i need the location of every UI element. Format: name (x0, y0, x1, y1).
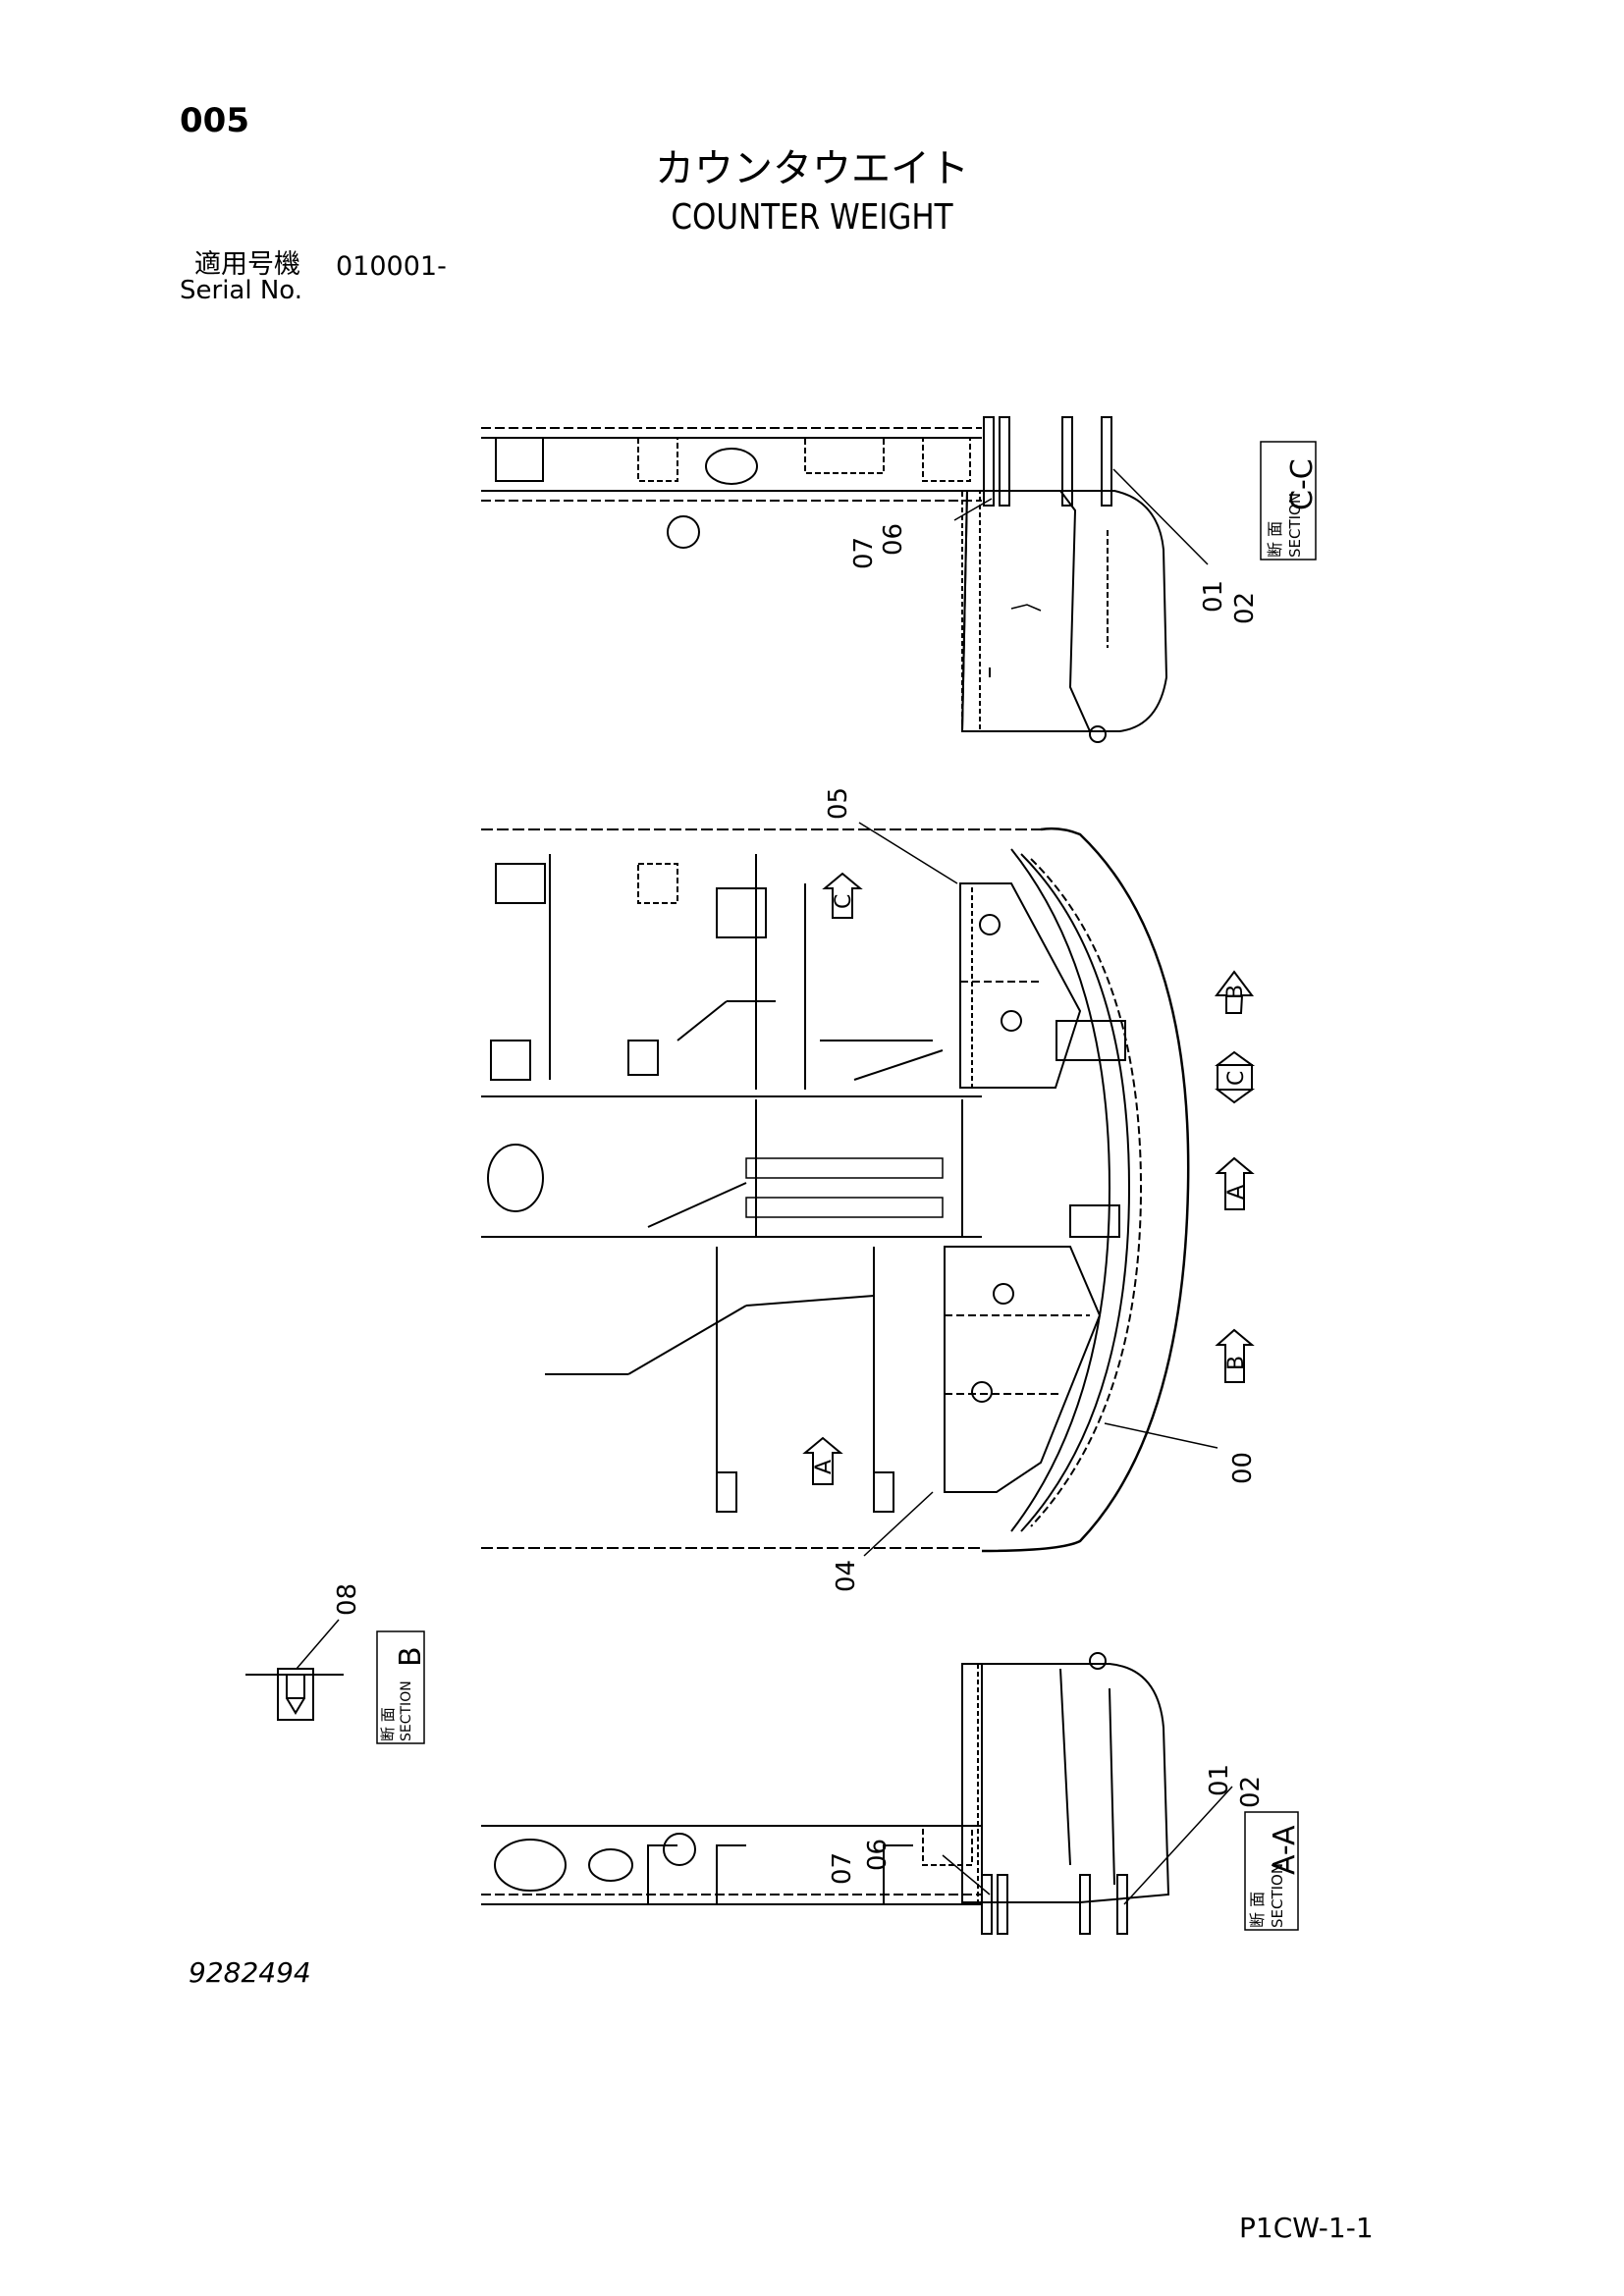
view-marker-a-inner: A (802, 1436, 843, 1485)
view-marker-b-top-label: B (1223, 985, 1248, 999)
view-marker-c-right-label: C (1224, 1071, 1249, 1086)
section-aa-jp: 断 面 (1248, 1892, 1267, 1928)
section-aa-label: 断 面 SECTION A-A (1244, 1811, 1302, 1931)
section-b-en: SECTION (399, 1681, 414, 1741)
serial-value: 010001- (336, 251, 447, 282)
callout-01: 01 (1199, 580, 1228, 613)
view-marker-a-inner-label: A (812, 1460, 837, 1474)
view-marker-b-low-label: B (1224, 1356, 1249, 1370)
plan-view (481, 822, 1218, 1557)
section-b-label: 断 面 SECTION B (376, 1630, 428, 1744)
callout-02: 02 (1230, 592, 1260, 624)
section-cc-label: 断 面 SECTION C-C (1260, 441, 1320, 561)
view-marker-a-mid-label: A (1224, 1185, 1249, 1200)
callout-07: 07 (849, 537, 879, 569)
document-number: 9282494 (189, 1956, 311, 1989)
callout-07-lower: 07 (828, 1852, 857, 1885)
view-marker-b-low: B (1215, 1328, 1255, 1383)
callout-04: 04 (832, 1560, 861, 1592)
view-marker-c-right: C (1215, 1050, 1256, 1104)
section-b-view (245, 1619, 344, 1721)
section-cc-en: SECTION (1286, 493, 1304, 558)
section-aa-letter: A-A (1268, 1825, 1302, 1875)
view-marker-b-top: B (1215, 970, 1254, 1014)
callout-05: 05 (824, 787, 853, 820)
callout-00: 00 (1228, 1452, 1258, 1484)
section-b-letter: B (394, 1646, 428, 1667)
section-b-jp: 断 面 (379, 1707, 397, 1741)
view-marker-c-inner: C (822, 872, 863, 919)
page-number: 005 (180, 101, 249, 140)
title-english: COUNTER WEIGHT (671, 197, 953, 238)
section-aa-view (481, 1652, 1233, 1935)
section-cc-view (481, 416, 1209, 743)
callout-06-lower: 06 (863, 1839, 893, 1871)
callout-08: 08 (333, 1583, 362, 1616)
serial-label-japanese: 適用号機 (194, 249, 300, 280)
serial-label-english: Serial No. (180, 276, 302, 305)
section-cc-jp: 断 面 (1266, 521, 1284, 558)
title-japanese: カウンタウエイト (655, 146, 969, 191)
view-marker-c-inner-label: C (832, 894, 856, 909)
sheet-code: P1CW-1-1 (1239, 2212, 1374, 2244)
section-aa-en: SECTION (1269, 1863, 1286, 1928)
callout-01-lower: 01 (1205, 1764, 1234, 1796)
view-marker-a-mid: A (1215, 1156, 1255, 1210)
callout-02-lower: 02 (1236, 1776, 1266, 1808)
callout-06: 06 (879, 523, 908, 556)
section-cc-letter: C-C (1285, 458, 1320, 510)
